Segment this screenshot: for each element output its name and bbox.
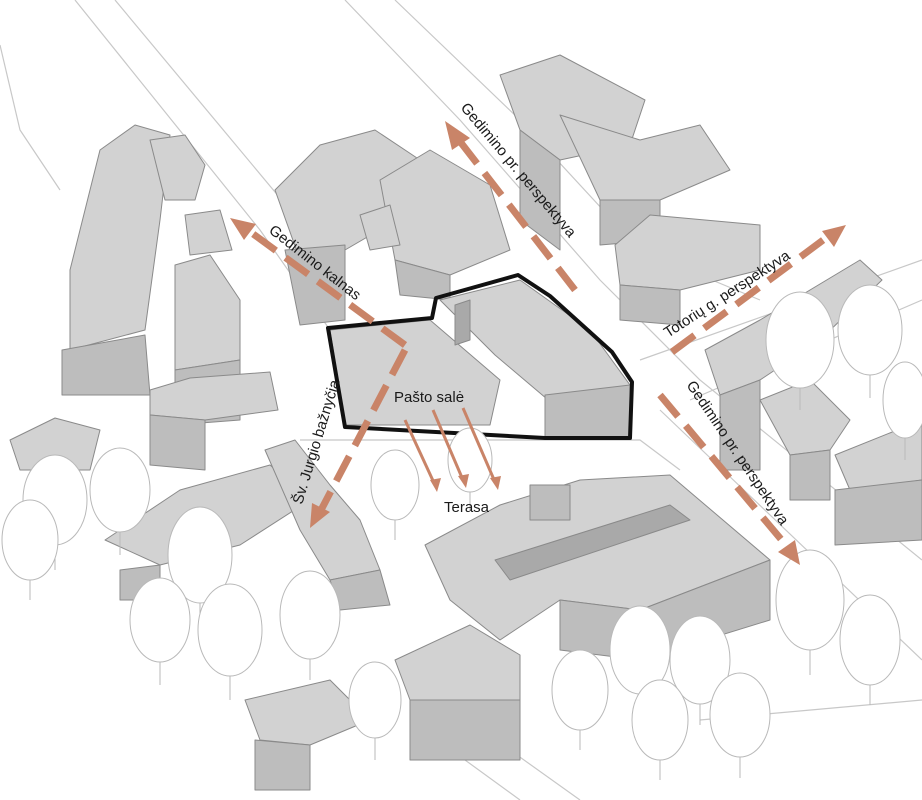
tree xyxy=(197,583,263,700)
arrow-head-gedimino-north xyxy=(445,121,470,150)
arrow-head-jurgio xyxy=(310,503,330,528)
arrow-head-terasa-2 xyxy=(458,474,469,488)
tree xyxy=(839,594,901,705)
tree xyxy=(89,447,151,555)
label-terasa: Terasa xyxy=(444,499,490,516)
arrow-head-gedimino-south xyxy=(778,540,800,565)
tree xyxy=(167,506,233,625)
perspective-arrows xyxy=(230,121,846,565)
tree xyxy=(669,615,731,725)
building-north-east xyxy=(499,54,761,326)
arrow-gedimino-kalnas xyxy=(242,225,408,348)
tree xyxy=(129,577,191,685)
tree xyxy=(837,284,903,398)
arrow-gedimino-north xyxy=(452,132,578,293)
trees xyxy=(1,284,922,780)
arrow-gedimino-south xyxy=(657,392,793,553)
arrow-head-gedimino-kalnas xyxy=(230,218,256,240)
tree xyxy=(765,291,835,410)
arrow-jurgio xyxy=(316,348,409,514)
arrow-totoriu xyxy=(669,232,833,355)
arrow-terasa-2 xyxy=(431,409,465,481)
tree xyxy=(882,361,922,460)
arrow-head-terasa-3 xyxy=(490,476,501,490)
arrow-terasa-3 xyxy=(461,407,497,483)
tree xyxy=(279,570,341,680)
tree xyxy=(447,427,493,510)
tree xyxy=(551,649,609,750)
tree xyxy=(370,449,420,540)
building-pasto-sale xyxy=(329,279,631,439)
label-pasto-sale: Pašto salė xyxy=(394,389,464,406)
tree xyxy=(348,661,402,760)
arrow-head-terasa-1 xyxy=(430,478,441,492)
building-north-central xyxy=(274,129,511,326)
tree xyxy=(631,679,689,780)
tree xyxy=(1,499,59,600)
tree xyxy=(709,672,771,778)
arrow-head-totoriu xyxy=(822,225,846,247)
tree xyxy=(775,549,845,675)
arrow-terasa-1 xyxy=(403,419,437,486)
